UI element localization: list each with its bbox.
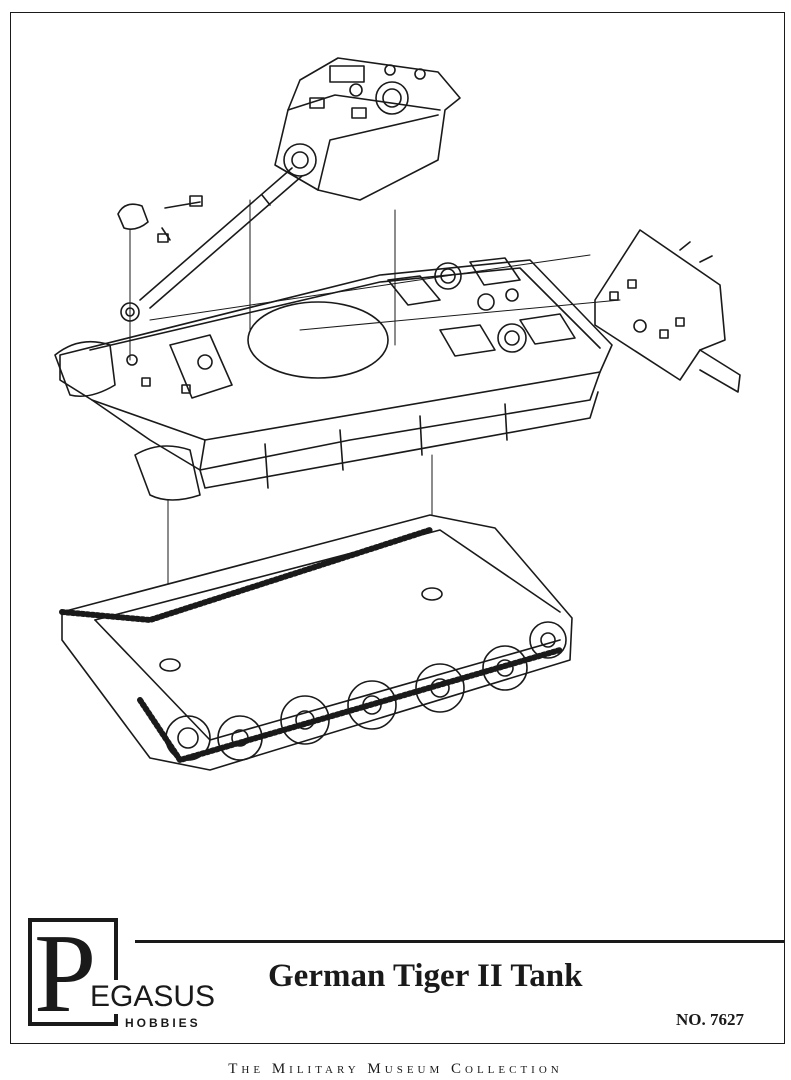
lower-hull-tracks-icon: [59, 514, 573, 771]
product-title: German Tiger II Tank: [268, 958, 583, 994]
header-rule: [135, 940, 785, 943]
collection-footer: The Military Museum Collection: [228, 1061, 563, 1077]
logo-word: EGASUS: [88, 980, 216, 1014]
logo-initial: P: [34, 912, 97, 1036]
gun-barrel-icon: [120, 167, 303, 322]
rear-plate-icon: [594, 229, 741, 393]
logo-frame: [28, 918, 118, 1026]
turret-icon: [274, 57, 461, 201]
product-number: NO. 7627: [676, 1010, 744, 1029]
small-parts-icon: [117, 195, 203, 243]
upper-hull-icon: [54, 257, 613, 501]
page-border: [10, 12, 785, 1044]
logo-subtitle: HOBBIES: [125, 1016, 201, 1030]
